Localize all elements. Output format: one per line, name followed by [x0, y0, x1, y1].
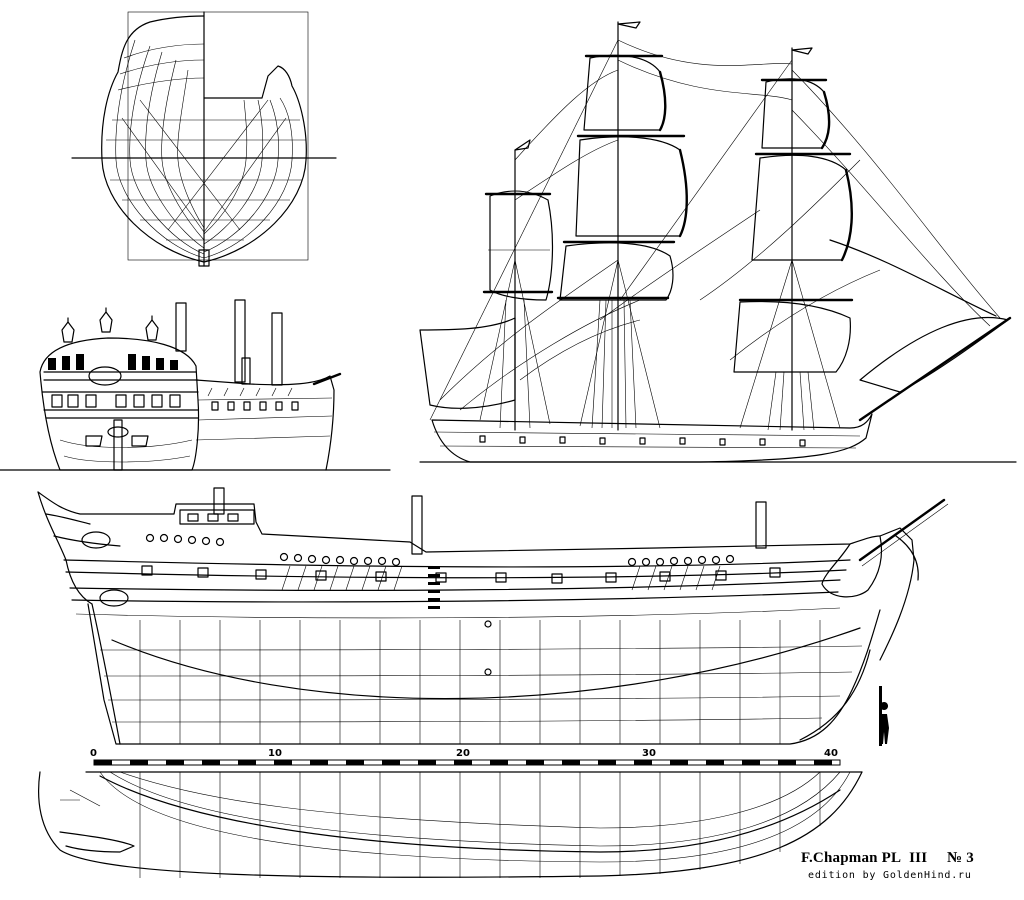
stern-view	[0, 299, 391, 471]
plate-roman-numeral: III	[909, 850, 928, 866]
body-plan	[71, 11, 337, 267]
edition-credit: edition by GoldenHind.ru	[808, 870, 972, 881]
scale-bar: 0 10 20 30 40	[90, 748, 841, 766]
sail-plan	[419, 21, 1017, 463]
plate-label: PL	[881, 850, 902, 866]
plate-author: F.Chapman	[801, 850, 878, 866]
scale-label-30: 30	[642, 748, 656, 759]
scale-label-0: 0	[90, 748, 97, 759]
scale-label-20: 20	[456, 748, 470, 759]
scale-label-10: 10	[268, 748, 282, 759]
plate-number: № 3	[947, 850, 974, 866]
sheer-plan	[37, 487, 949, 746]
plate-title: F.Chapman PL III № 3	[801, 850, 974, 867]
half-breadth-plan	[38, 771, 863, 878]
scale-label-40: 40	[824, 748, 838, 759]
